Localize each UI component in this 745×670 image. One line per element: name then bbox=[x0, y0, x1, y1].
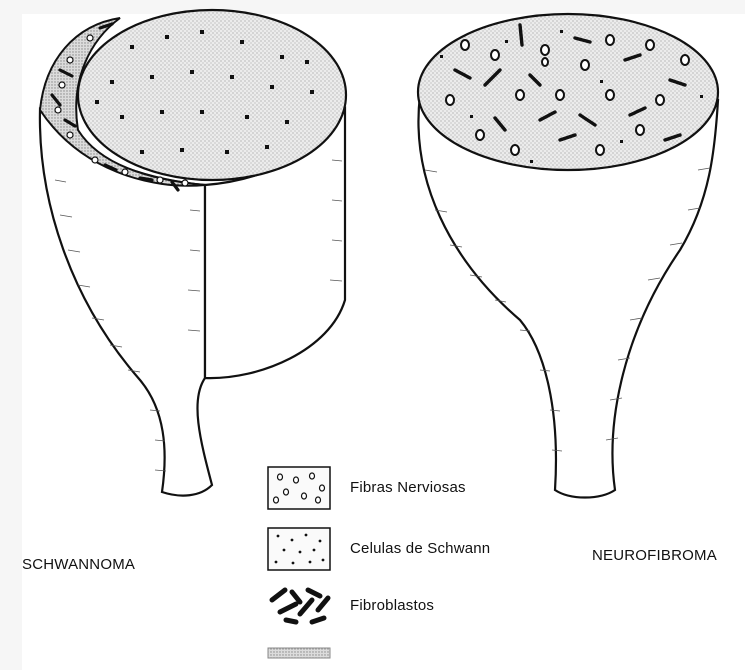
legend-label-nerve-fibers: Fibras Nerviosas bbox=[350, 479, 466, 496]
legend-label-schwann-cells: Celulas de Schwann bbox=[350, 540, 490, 557]
neurofibroma-section bbox=[418, 14, 718, 170]
legend-label-fibroblasts: Fibroblastos bbox=[350, 597, 434, 614]
neurofibroma-figure bbox=[418, 14, 718, 498]
legend-swatch-fibroblasts bbox=[272, 590, 328, 622]
schwannoma-caption: SCHWANNOMA bbox=[22, 556, 135, 573]
neurofibroma-caption: NEUROFIBROMA bbox=[592, 547, 717, 564]
legend-swatch-stipple bbox=[268, 648, 330, 658]
schwannoma-section bbox=[78, 10, 346, 180]
legend-swatch-nerve-fibers bbox=[268, 467, 330, 509]
schwannoma-figure bbox=[40, 10, 346, 496]
legend-swatch-schwann-cells bbox=[268, 528, 330, 570]
